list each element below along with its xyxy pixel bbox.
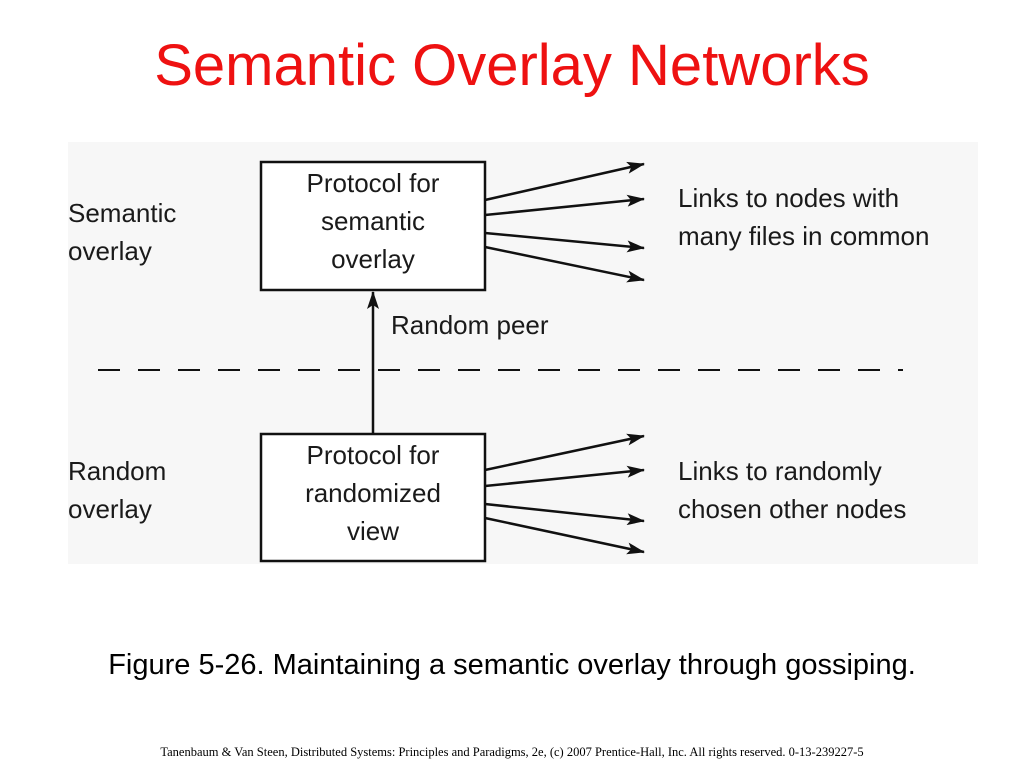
figure-caption: Figure 5-26. Maintaining a semantic over… — [108, 649, 916, 681]
random-protocol-label: Protocol for randomized view — [305, 440, 441, 546]
semantic-protocol-label: Protocol for semantic overlay — [306, 168, 440, 274]
random-link-arrow — [484, 465, 645, 488]
semantic-link-arrow — [484, 194, 645, 217]
overlay-diagram: Semantic overlay Protocol for semantic o… — [68, 142, 978, 564]
random-link-arrow — [484, 502, 645, 526]
random-links-label: Links to randomly chosen other nodes — [678, 456, 907, 524]
semantic-protocol-box — [259, 160, 487, 292]
semantic-link-arrow — [484, 245, 645, 283]
copyright-footer: Tanenbaum & Van Steen, Distributed Syste… — [160, 745, 864, 759]
semantic-link-arrow — [484, 161, 645, 202]
random-link-arrow — [484, 433, 645, 472]
random-protocol-box — [259, 432, 487, 563]
random-peer-label: Random peer — [391, 310, 549, 340]
random-overlay-label: Random overlay — [68, 456, 167, 524]
semantic-links-label: Links to nodes with many files in common — [678, 183, 930, 251]
slide-title: Semantic Overlay Networks — [154, 33, 870, 98]
semantic-overlay-label: Semantic overlay — [68, 198, 177, 266]
random-link-arrow — [484, 516, 645, 555]
diagram-graphics — [98, 160, 903, 563]
semantic-link-arrow — [484, 231, 645, 253]
